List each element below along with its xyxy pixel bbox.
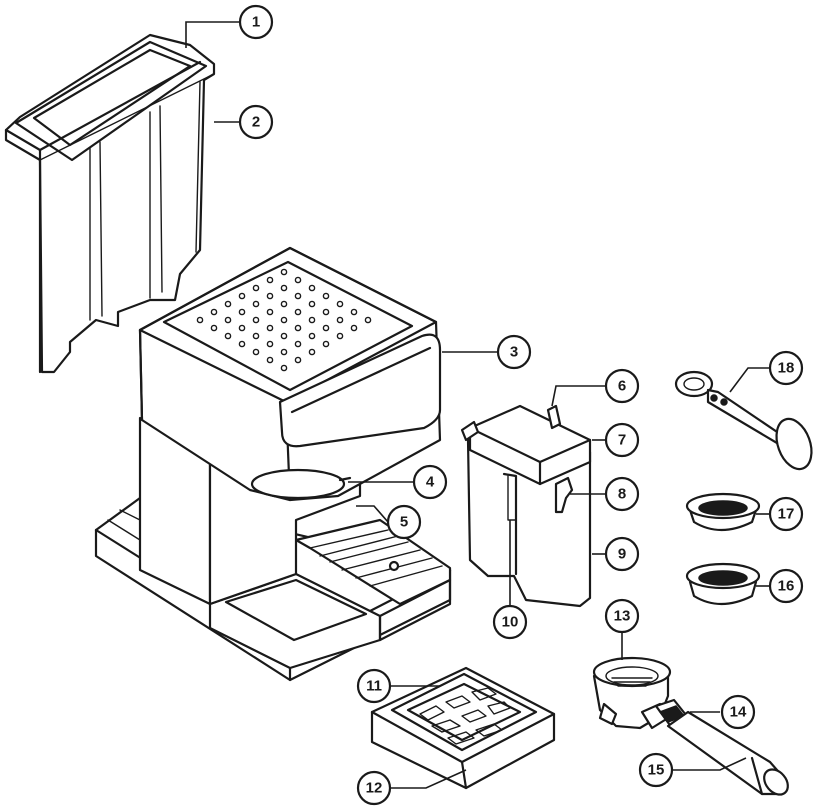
portafilter <box>594 658 793 799</box>
callout-6: 6 <box>606 370 638 402</box>
callout-9: 9 <box>606 538 638 570</box>
callout-label: 9 <box>618 546 626 563</box>
callout-3: 3 <box>498 336 530 368</box>
callout-label: 17 <box>778 506 795 523</box>
callout-label: 10 <box>502 614 519 631</box>
callout-label: 7 <box>618 432 626 449</box>
callout-1: 1 <box>240 6 272 38</box>
callout-label: 13 <box>614 608 631 625</box>
callout-10: 10 <box>494 606 526 638</box>
callout-2: 2 <box>240 106 272 138</box>
callout-18: 18 <box>770 352 802 384</box>
callout-17: 17 <box>770 498 802 530</box>
callout-7: 7 <box>606 424 638 456</box>
callout-label: 11 <box>366 678 382 695</box>
callout-14: 14 <box>722 696 754 728</box>
callout-5: 5 <box>388 506 420 538</box>
callout-15: 15 <box>640 754 672 786</box>
callout-label: 12 <box>366 780 383 797</box>
callout-label: 15 <box>648 762 665 779</box>
tamper-spoon <box>676 372 818 474</box>
callout-label: 2 <box>252 114 260 131</box>
callout-11: 11 <box>358 670 390 702</box>
callout-label: 18 <box>778 360 795 377</box>
callout-label: 16 <box>778 578 795 595</box>
callout-label: 6 <box>618 378 626 395</box>
callout-label: 14 <box>730 704 747 721</box>
callout-label: 4 <box>426 474 435 491</box>
filter-basket-double <box>687 564 759 604</box>
filter-basket-single <box>687 494 759 530</box>
machine-body <box>96 248 450 680</box>
callout-label: 8 <box>618 486 626 503</box>
callout-4: 4 <box>414 466 446 498</box>
callout-8: 8 <box>606 478 638 510</box>
callout-16: 16 <box>770 570 802 602</box>
callout-13: 13 <box>606 600 638 632</box>
callout-label: 3 <box>510 344 518 361</box>
callout-label: 5 <box>400 514 408 531</box>
milk-tank <box>462 406 590 606</box>
callout-label: 1 <box>252 14 260 31</box>
callout-12: 12 <box>358 772 390 804</box>
